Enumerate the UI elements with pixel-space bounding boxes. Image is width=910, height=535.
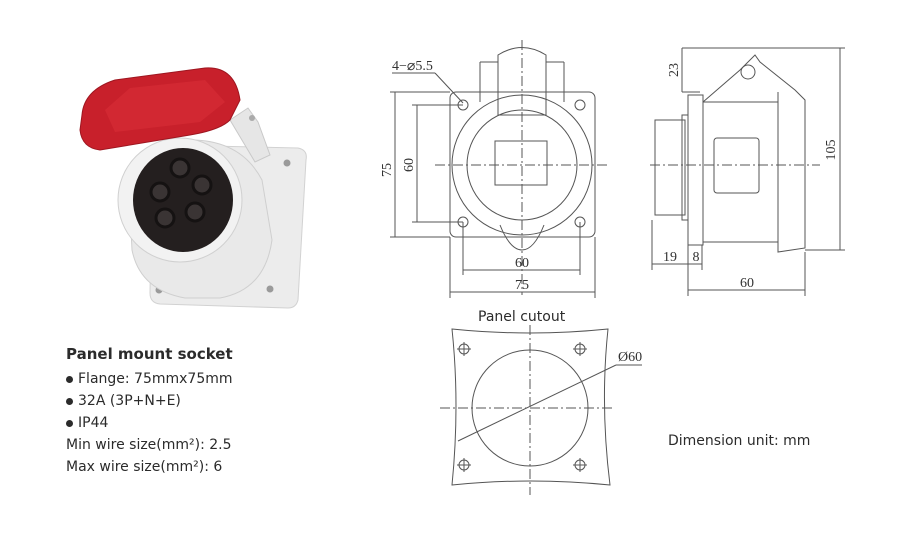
product-photo [79, 67, 307, 309]
dim-height-inner: 60 [402, 158, 417, 172]
spec-ip: IP44 [66, 412, 233, 434]
dim-top: 23 [667, 63, 682, 77]
hole-label: 4−⌀5.5 [392, 59, 433, 74]
cutout-title: Panel cutout [478, 309, 566, 325]
front-view-drawing: 4−⌀5.5 75 60 60 75 [380, 40, 610, 298]
dimension-unit-note: Dimension unit: mm [668, 433, 811, 449]
diameter-label: Ø60 [618, 350, 642, 365]
dim-total-height: 105 [824, 140, 839, 161]
panel-cutout-drawing: Ø60 [440, 325, 642, 495]
dim-width-inner: 60 [515, 256, 529, 271]
dim-plug-depth: 19 [663, 250, 677, 265]
bullet-icon [66, 397, 73, 405]
mount-hole-icon [457, 342, 587, 472]
product-title: Panel mount socket [66, 345, 233, 363]
spec-list: Flange: 75mmx75mm 32A (3P+N+E) IP44 Min … [66, 368, 233, 478]
spec-rating: 32A (3P+N+E) [66, 390, 233, 412]
spec-max-wire: Max wire size(mm²): 6 [66, 459, 223, 475]
spec-min-wire: Min wire size(mm²): 2.5 [66, 437, 232, 453]
dim-flange: 8 [693, 250, 700, 265]
dim-body-depth: 60 [740, 276, 754, 291]
bullet-icon [66, 375, 73, 383]
spec-flange: Flange: 75mmx75mm [66, 368, 233, 390]
side-view-drawing: 23 105 19 8 60 [650, 47, 845, 296]
dim-width-outer: 75 [515, 278, 529, 293]
dim-height-outer: 75 [380, 163, 395, 177]
bullet-icon [66, 419, 73, 427]
